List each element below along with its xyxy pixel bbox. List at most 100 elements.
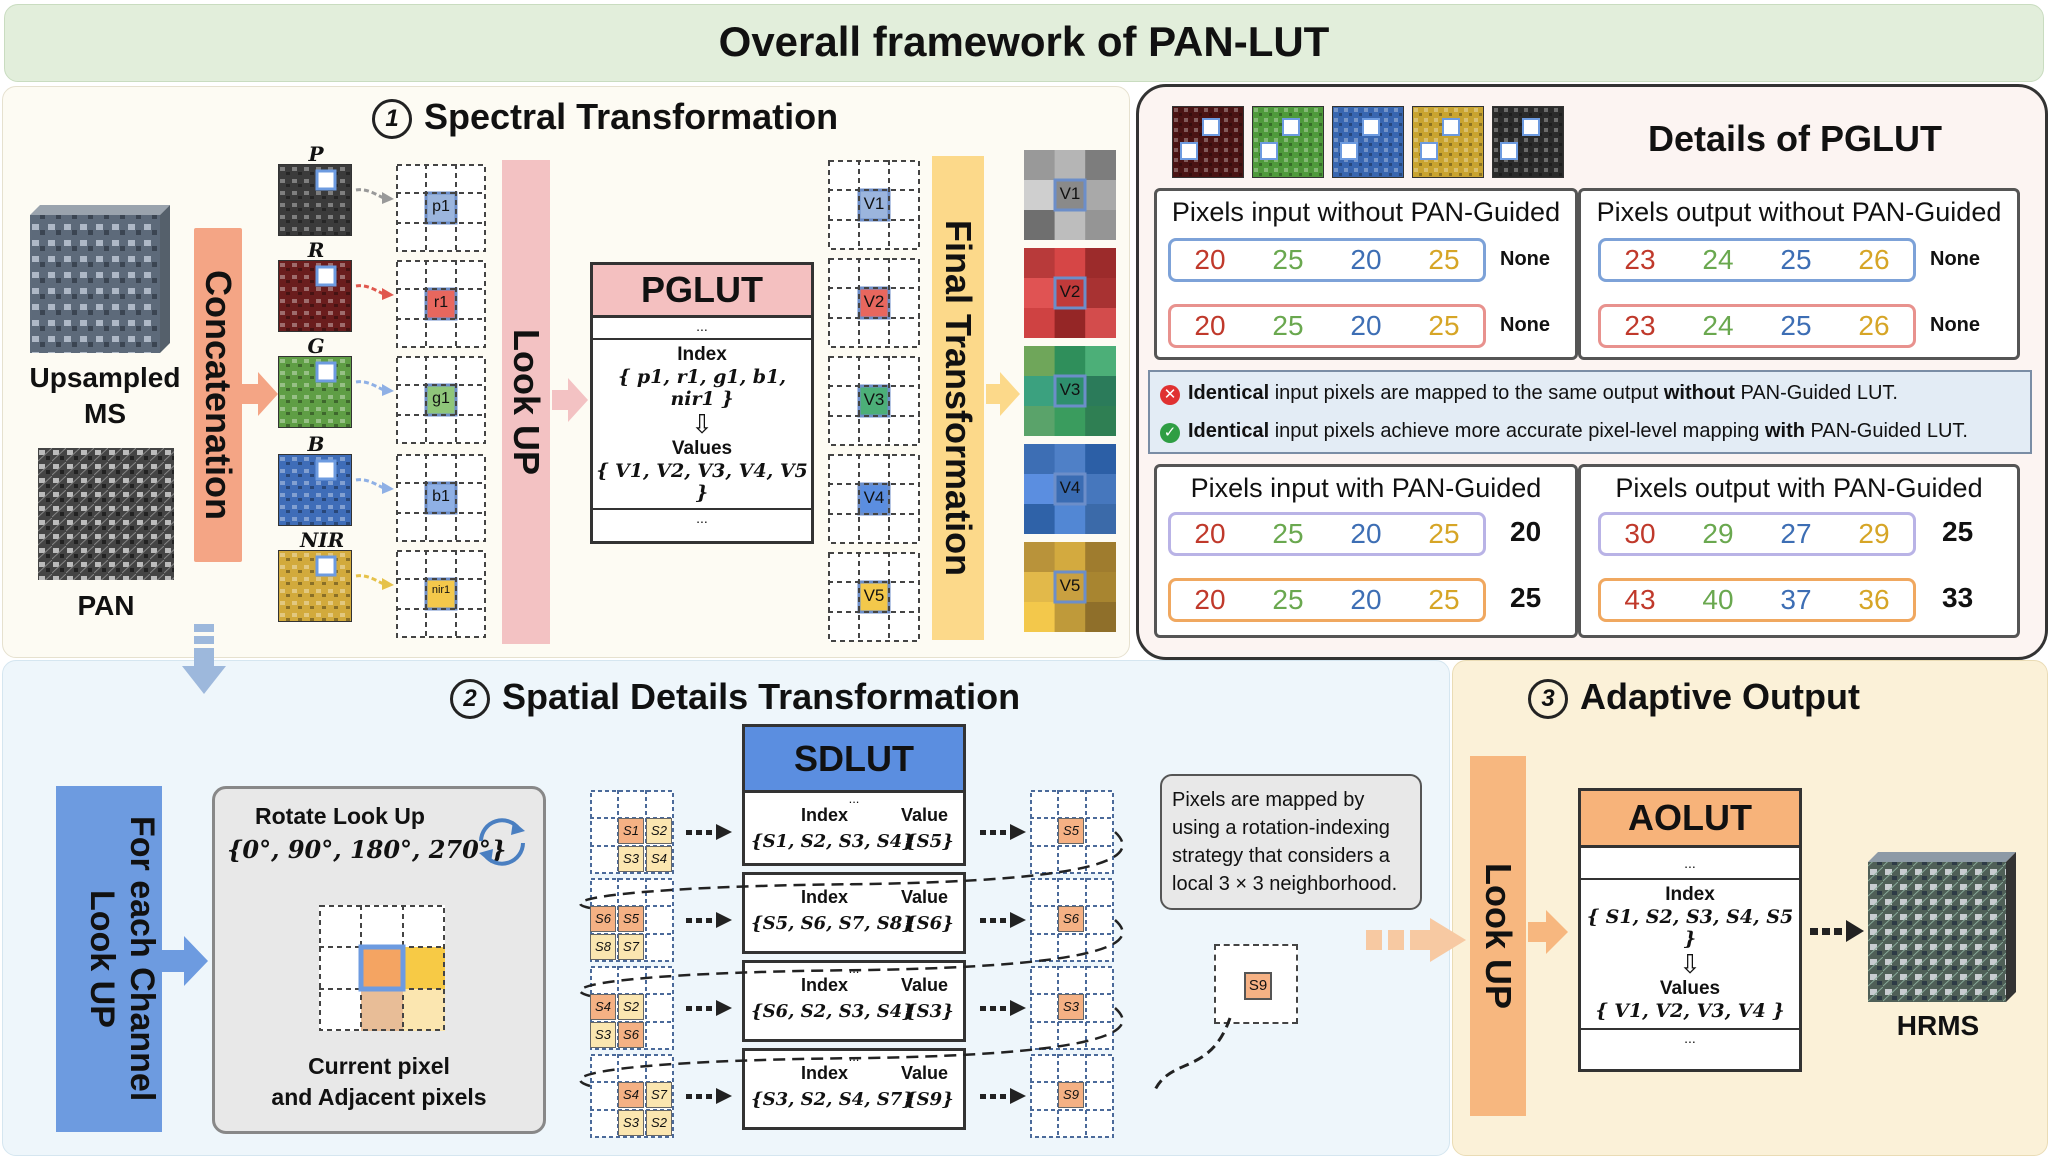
pixel-label: b1	[432, 488, 450, 505]
pan-label: PAN	[77, 590, 135, 621]
pixel-value: 25	[1428, 584, 1460, 615]
down-arrow-icon	[182, 624, 226, 694]
neighborhood-output-grid: S5	[1030, 790, 1114, 874]
sdlut-index-label: Index	[801, 975, 849, 995]
neighbor-cell: S3	[618, 1110, 644, 1136]
arrow-right-icon	[354, 476, 394, 496]
thumbnail-image	[1172, 106, 1244, 178]
neighborhood-grid	[319, 905, 445, 1031]
page-title: Overall framework of PAN-LUT	[718, 18, 1330, 65]
pixel-value: 25	[1780, 244, 1812, 275]
spectral-title-text: Spectral Transformation	[424, 96, 839, 137]
band-label: R	[307, 238, 325, 262]
value-grid: V4	[828, 454, 920, 544]
value-grid: V1	[828, 160, 920, 250]
sdlut-value-label: Value	[901, 887, 949, 907]
aolut-dots-top: ...	[1581, 848, 1799, 880]
pglut-values-expr: { V1, V2, V3, V4, V5 }	[593, 460, 811, 510]
band-image	[278, 260, 352, 332]
output-cell: S3	[1058, 994, 1084, 1020]
details-title: Details of PGLUT	[1648, 118, 1943, 159]
pixel-value: 27	[1780, 518, 1812, 549]
pixel-tag: None	[1930, 314, 1980, 336]
pglut-table: PGLUT ... Index { p1, r1, g1, b1, nir1 }…	[590, 262, 814, 544]
pixel-label: r1	[433, 294, 449, 311]
arrow-right-icon	[980, 822, 1028, 842]
neighborhood-output-grid: S6	[1030, 878, 1114, 962]
pixel-value: 20	[1194, 584, 1226, 615]
final-transformation-block: Final Transformation	[932, 156, 984, 640]
error-icon: ✕	[1160, 385, 1180, 405]
sdlut-title-box: SDLUT	[742, 724, 966, 794]
thumbnail-image	[1332, 106, 1404, 178]
output-without-box: Pixels output without PAN-Guided	[1578, 188, 2020, 360]
pixel-value: 25	[1428, 244, 1460, 275]
arrow-right-icon	[1366, 918, 1466, 962]
note-without: ✕Identical input pixels are mapped to th…	[1160, 382, 1898, 405]
down-arrow-icon: ⇩	[1679, 949, 1701, 979]
pixel-value: 24	[1702, 310, 1734, 341]
note-box: ✕Identical input pixels are mapped to th…	[1148, 370, 2032, 454]
output-cell: S5	[1058, 818, 1084, 844]
aolut-index-label: Index	[1665, 884, 1715, 905]
pixel-value: 20	[1194, 244, 1226, 275]
pixel-value: 25	[1272, 310, 1304, 341]
sdlut-dots: ...	[848, 1049, 860, 1064]
aolut-table: AOLUT ... Index { S1, S2, S3, S4, S5 } ⇩…	[1578, 788, 1802, 1072]
check-icon: ✓	[1160, 423, 1180, 443]
pixel-value: 25	[1272, 584, 1304, 615]
pixel-value: 25	[1428, 310, 1460, 341]
neighbor-cell: S3	[590, 1022, 616, 1048]
lookup-block: Look UP	[502, 160, 550, 644]
band-image	[278, 164, 352, 236]
pglut-title: PGLUT	[593, 265, 811, 318]
band-label: B	[307, 432, 325, 456]
note-with: ✓Identical input pixels achieve more acc…	[1160, 420, 1968, 443]
sdlut-dots: ...	[848, 791, 860, 806]
aolut-index-expr: { S1, S2, S3, S4, S5 }	[1586, 906, 1794, 950]
output-tile: V3	[1024, 346, 1117, 436]
pixel-value: 20	[1350, 244, 1382, 275]
neighbor-cell: S7	[618, 934, 644, 960]
pixel-value: 23	[1624, 244, 1656, 275]
output-with-box: Pixels output with PAN-Guided	[1578, 464, 2020, 638]
neighbor-cell: S2	[646, 818, 672, 844]
pixel-label: p1	[432, 198, 450, 215]
thumbnail-image	[1492, 106, 1564, 178]
input-with-box: Pixels input with PAN-Guided	[1154, 464, 1578, 638]
input-with-title: Pixels input with PAN-Guided	[1190, 473, 1542, 503]
pglut-dots-bottom: ...	[696, 510, 708, 526]
pixel-tag: 20	[1510, 516, 1542, 547]
arrow-right-icon	[1810, 920, 1864, 942]
output-without-title: Pixels output without PAN-Guided	[1596, 197, 2002, 227]
pixel-value: 25	[1428, 518, 1460, 549]
value-grid: V5	[828, 552, 920, 642]
neighbor-cell: S4	[646, 846, 672, 872]
sdlut-value-label: Value	[901, 805, 949, 825]
output-tile: V4	[1024, 444, 1117, 534]
input-without-box: Pixels input without PAN-Guided	[1154, 188, 1578, 360]
band-image	[278, 454, 352, 526]
pixel-tag: 33	[1942, 582, 1974, 613]
output-with-title: Pixels output with PAN-Guided	[1615, 473, 1983, 503]
value-label: V5	[863, 586, 885, 605]
pixel-tag: None	[1500, 248, 1550, 270]
sdlut-index-label: Index	[801, 1063, 849, 1083]
connector-line	[1152, 1017, 1232, 1093]
pixel-value: 36	[1858, 584, 1890, 615]
aolut-dots-bottom: ...	[1684, 1030, 1696, 1046]
arrow-right-icon	[552, 378, 588, 422]
pixel-value: 40	[1702, 584, 1734, 615]
output-tile: V5	[1024, 542, 1117, 632]
title-bar	[4, 4, 2044, 82]
arrow-right-icon	[686, 1086, 734, 1106]
hrms-image	[1868, 852, 2016, 1002]
